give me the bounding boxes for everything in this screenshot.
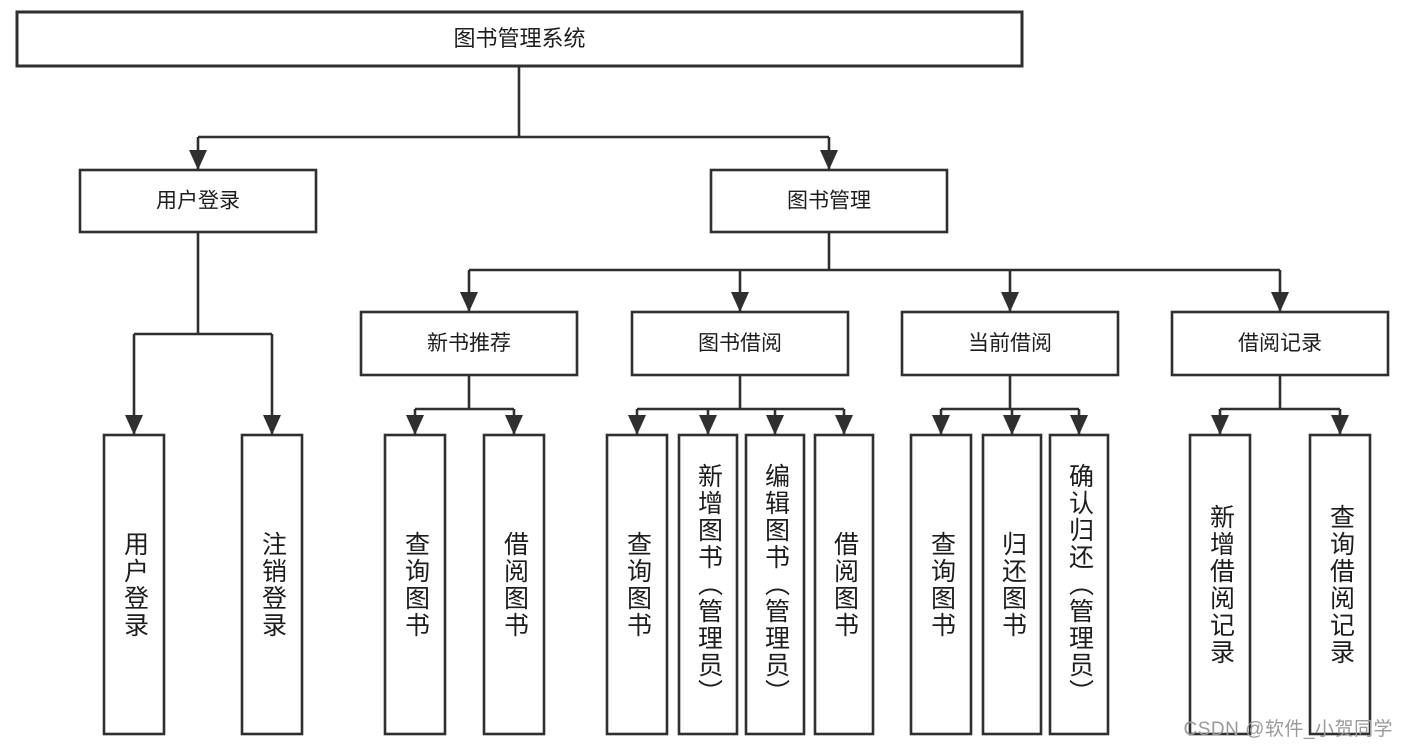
node-current-borrow-box[interactable] xyxy=(900,310,1120,377)
node-book-manage-box[interactable] xyxy=(709,168,949,234)
node-new-book-recommend-label: 新书推荐 xyxy=(427,332,511,355)
node-leaf-edit-book-admin-box[interactable] xyxy=(744,433,806,736)
connector-layer xyxy=(125,66,1349,435)
node-user-login-box[interactable] xyxy=(78,168,318,234)
arrow-head-icon xyxy=(460,292,478,312)
node-leaf-query-record-box[interactable] xyxy=(1308,433,1372,736)
node-leaf-borrow-book-2-box[interactable] xyxy=(813,433,875,736)
node-leaf-query-book-2-box[interactable] xyxy=(605,433,669,736)
arrow-head-icon xyxy=(820,150,838,170)
node-current-borrow-label: 当前借阅 xyxy=(968,332,1052,355)
node-leaf-query-book-3-box[interactable] xyxy=(909,433,973,736)
arrow-head-icon xyxy=(263,415,281,435)
arrow-head-icon xyxy=(731,292,749,312)
arrow-head-icon xyxy=(406,415,424,435)
watermark: CSDN @软件_小贺同学 xyxy=(1183,719,1393,740)
arrow-head-icon xyxy=(628,415,646,435)
node-user-login xyxy=(78,168,318,234)
node-leaf-add-record-box[interactable] xyxy=(1188,433,1252,736)
arrow-head-icon xyxy=(125,415,143,435)
node-leaf-borrow-book-1-box[interactable] xyxy=(482,433,546,736)
arrow-head-icon xyxy=(1003,415,1021,435)
node-borrow-record-box[interactable] xyxy=(1170,310,1390,377)
node-new-book-recommend-box[interactable] xyxy=(359,310,579,377)
arrow-head-icon xyxy=(1070,415,1088,435)
node-book-borrow-label: 图书借阅 xyxy=(698,332,782,355)
node-new-book-recommend xyxy=(359,310,579,377)
arrow-head-icon xyxy=(1331,415,1349,435)
arrow-head-icon xyxy=(699,415,717,435)
node-layer xyxy=(15,10,1390,736)
arrow-head-icon xyxy=(766,415,784,435)
node-leaf-confirm-return-box[interactable] xyxy=(1048,433,1110,736)
node-leaf-add-book-admin-box[interactable] xyxy=(677,433,739,736)
node-borrow-record xyxy=(1170,310,1390,377)
node-leaf-logout-login-box[interactable] xyxy=(240,433,304,736)
node-book-borrow-box[interactable] xyxy=(630,310,850,377)
arrow-head-icon xyxy=(1211,415,1229,435)
node-current-borrow xyxy=(900,310,1120,377)
arrow-head-icon xyxy=(835,415,853,435)
node-borrow-record-label: 借阅记录 xyxy=(1238,332,1322,355)
node-leaf-user-login-box[interactable] xyxy=(102,433,166,736)
node-root-box[interactable] xyxy=(15,10,1024,68)
node-root-label: 图书管理系统 xyxy=(453,26,585,51)
node-leaf-query-book-1-box[interactable] xyxy=(383,433,447,736)
arrow-head-icon xyxy=(1001,292,1019,312)
node-leaf-return-book-box[interactable] xyxy=(981,433,1043,736)
arrow-head-icon xyxy=(189,150,207,170)
node-book-manage-label: 图书管理 xyxy=(787,190,871,213)
arrow-head-icon xyxy=(932,415,950,435)
arrow-head-icon xyxy=(1271,292,1289,312)
node-book-borrow xyxy=(630,310,850,377)
node-user-login-label: 用户登录 xyxy=(156,190,240,213)
node-root xyxy=(15,10,1024,68)
arrow-head-icon xyxy=(505,415,523,435)
node-book-manage xyxy=(709,168,949,234)
